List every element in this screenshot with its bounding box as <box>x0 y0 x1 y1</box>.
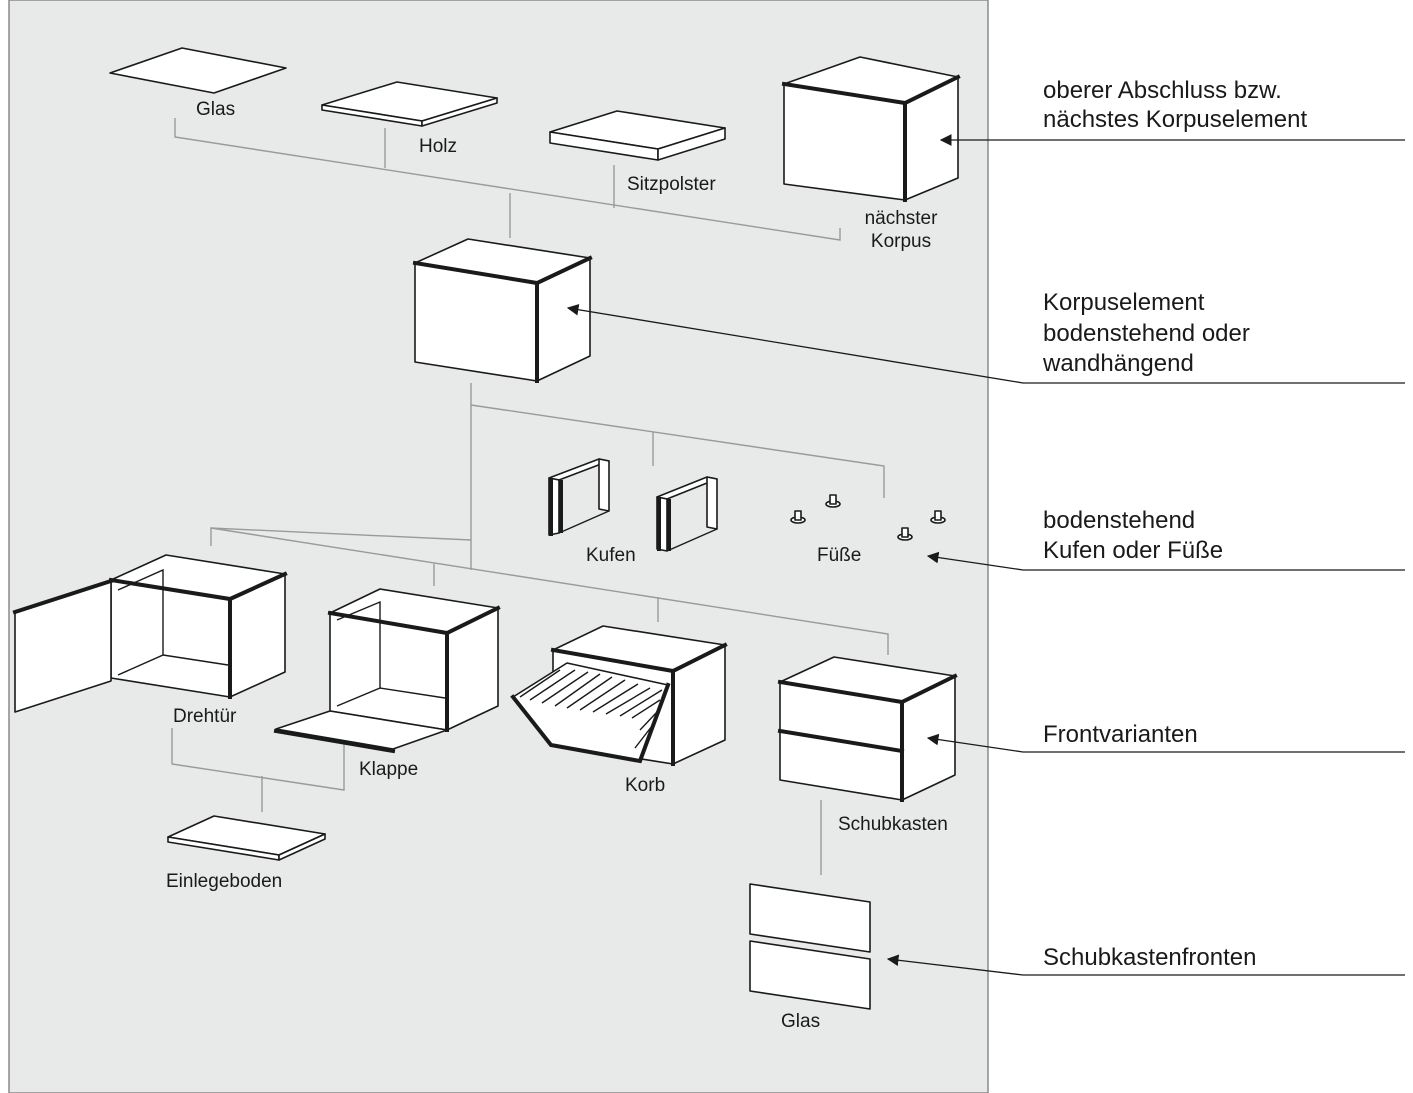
label-einlegeboden: Einlegeboden <box>166 871 282 892</box>
label-top-glas: Glas <box>196 99 235 120</box>
connector-lines <box>171 118 889 875</box>
korpus-body-cube <box>412 238 593 383</box>
label-fuesse: Füße <box>817 545 861 566</box>
label-top-holz: Holz <box>419 136 457 157</box>
callout-drawer-fronts-line1: Schubkastenfronten <box>1043 944 1256 971</box>
callout-body-line2: bodenstehend oder <box>1043 320 1250 347</box>
label-schubkasten: Schubkasten <box>838 814 948 835</box>
callout-base-line1: bodenstehend <box>1043 507 1195 534</box>
callout-base: bodenstehend Kufen oder Füße <box>926 507 1405 571</box>
callout-front-line1: Frontvarianten <box>1043 721 1198 748</box>
next-korpus-cube <box>781 56 961 202</box>
glass-top-panel <box>109 47 287 94</box>
label-drehtuer: Drehtür <box>173 706 237 727</box>
cabinet-basket <box>510 625 728 766</box>
skid-left <box>548 458 610 536</box>
label-korb: Korb <box>625 775 665 796</box>
label-kufen: Kufen <box>586 545 636 566</box>
cabinet-drawer <box>777 656 958 802</box>
callout-base-line2: Kufen oder Füße <box>1043 537 1223 564</box>
seat-cushion <box>549 110 726 161</box>
cabinet-hinged-door <box>12 554 288 713</box>
callout-drawer-fronts: Schubkastenfronten <box>886 944 1405 976</box>
label-next-korpus-line1: nächster <box>865 208 939 229</box>
feet <box>790 494 946 541</box>
callout-body: Korpuselement bodenstehend oder wandhäng… <box>566 289 1405 384</box>
label-front-glas: Glas <box>781 1011 820 1032</box>
callout-top: oberer Abschluss bzw. nächstes Korpusele… <box>939 77 1405 146</box>
label-next-korpus-line2: Korpus <box>871 231 931 252</box>
callout-body-line1: Korpuselement <box>1043 289 1205 316</box>
drawer-fronts <box>749 883 871 1010</box>
callout-top-line1: oberer Abschluss bzw. <box>1043 77 1282 104</box>
label-klappe: Klappe <box>359 759 418 780</box>
callout-front: Frontvarianten <box>926 721 1405 753</box>
callout-body-line3: wandhängend <box>1042 350 1194 377</box>
cabinet-flap <box>273 588 501 754</box>
shelf-board <box>167 815 326 861</box>
callout-top-line2: nächstes Korpuselement <box>1043 106 1307 133</box>
wood-top-panel <box>321 81 498 127</box>
skid-right <box>656 476 718 552</box>
label-top-sitzpolster: Sitzpolster <box>627 174 716 195</box>
